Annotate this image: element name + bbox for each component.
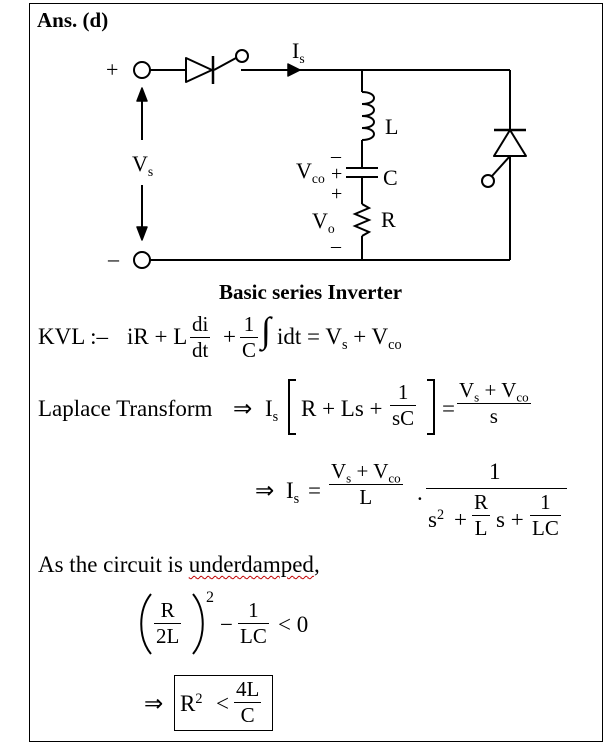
laplace-label: Laplace Transform	[38, 396, 213, 421]
right-bracket	[427, 379, 435, 435]
vo-minus-sign: –	[331, 235, 341, 257]
vco-label: Vco	[296, 158, 325, 186]
kvl-plus: +	[223, 324, 236, 349]
circuit-caption: Basic series Inverter	[219, 280, 403, 304]
line3-s-plus: s +	[496, 507, 524, 532]
cap-minus-sign: –	[331, 145, 341, 167]
vo-label: Vo	[312, 208, 335, 236]
capacitor-label: C	[383, 165, 398, 190]
line3-dot: .	[417, 480, 423, 505]
resistor-label: R	[381, 207, 396, 232]
plus-label: +	[106, 57, 119, 82]
laplace-is: Is	[265, 396, 279, 425]
kvl-rhs: idt = Vs + Vco	[277, 324, 402, 353]
thyristor1-triangle	[185, 57, 213, 83]
line3-big-fraction-bar	[426, 488, 567, 489]
result-arrow: ⇒	[144, 691, 164, 716]
laplace-inner: R + Ls +	[301, 396, 383, 421]
kvl-label: KVL :–	[38, 324, 109, 349]
line3-s2: s2	[428, 507, 445, 532]
inductor-label: L	[385, 114, 399, 139]
kvl-term1: iR + L	[127, 324, 188, 349]
laplace-equals: =	[442, 396, 455, 421]
thyristor1-gate	[213, 57, 237, 71]
vo-plus-sign: +	[331, 183, 343, 205]
answer-heading: Ans. (d)	[37, 8, 109, 32]
thyristor2-gate	[491, 155, 511, 177]
laplace-arrow: ⇒	[233, 396, 253, 421]
line3-is: Is	[286, 478, 300, 507]
positive-terminal	[133, 61, 151, 79]
condition-minus: −	[220, 612, 233, 637]
answer-box	[29, 3, 603, 742]
vs-arrowhead-down	[136, 226, 148, 241]
thyristor2-gate-terminal	[481, 174, 495, 188]
underdamped-statement: As the circuit is underdamped,	[38, 552, 320, 577]
left-paren	[140, 593, 152, 655]
thyristor2-triangle	[493, 129, 527, 157]
vs-label: Vs	[132, 151, 154, 179]
integral-sign: ∫	[261, 310, 271, 350]
vs-arrowhead-up	[136, 87, 148, 102]
series-inverter-circuit	[133, 49, 527, 269]
thyristor1-gate-terminal	[235, 49, 249, 63]
left-bracket	[288, 379, 296, 435]
resistor-zigzag	[352, 203, 372, 237]
negative-terminal	[133, 251, 151, 269]
result-r2: R2	[180, 691, 203, 716]
current-arrowhead	[287, 63, 301, 77]
condition-square: 2	[206, 589, 214, 606]
line3-equals: =	[308, 478, 321, 503]
right-paren	[192, 593, 204, 655]
condition-rest: < 0	[278, 612, 309, 637]
line3-arrow: ⇒	[255, 478, 275, 503]
inductor-coil	[361, 91, 375, 141]
minus-label: –	[108, 246, 119, 271]
result-box	[174, 675, 273, 731]
cap-plus-sign: +	[331, 163, 343, 185]
is-label: Is	[292, 38, 305, 66]
line3-big-numerator: 1	[489, 459, 501, 484]
line3-den-plus: +	[454, 507, 467, 532]
result-less-than: <	[216, 691, 229, 716]
